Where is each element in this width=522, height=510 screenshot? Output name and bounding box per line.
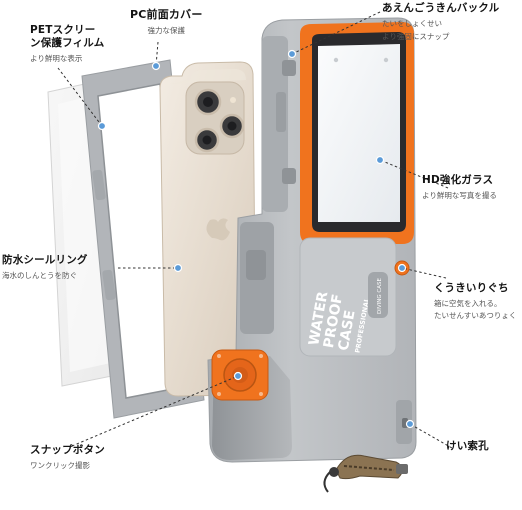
buckle-description-line2: より強固にスナップ xyxy=(382,31,450,41)
case-tag: DIVING CASE xyxy=(368,272,388,318)
lanyard-strap xyxy=(323,454,408,493)
callout-snap-button: スナップボタン ワンクリック撮影 xyxy=(30,444,105,471)
case-print: WATER PROOF CASE PROFESSIONAL xyxy=(306,290,371,354)
hd-glass-description: より鮮明な写真を撮る xyxy=(422,191,497,201)
callout-front-cover: PC前面カバー 強力な保護 xyxy=(130,8,203,35)
case-print-line3: CASE xyxy=(336,309,359,352)
snap-button-description: ワンクリック撮影 xyxy=(30,461,90,471)
callout-pet-film: PETスクリー ン保護フィルム より鮮明な表示 xyxy=(30,24,104,64)
seal-ring-title: 防水シールリング xyxy=(2,254,88,266)
callout-buckle: あえんごうきんバックル たいをしょくせい より強固にスナップ xyxy=(382,2,499,41)
lanyard-hole-title: けい索孔 xyxy=(446,440,489,452)
hd-glass-title: HD強化ガラス xyxy=(422,174,494,186)
buckle-description-line1: たいをしょくせい xyxy=(382,19,442,29)
snap-button-title: スナップボタン xyxy=(30,444,105,456)
phone-logo-icon xyxy=(206,218,230,241)
vent-title: くうきいりぐち xyxy=(434,282,509,294)
callout-vent: くうきいりぐち 箱に空気を入れる。 たいせんすいあつりょく xyxy=(434,282,516,320)
seal-ring-description: 海水のしんとうを防ぐ xyxy=(2,271,77,281)
case-tag-text: DIVING CASE xyxy=(377,278,383,314)
leader-lines xyxy=(57,11,453,449)
pet-film-title-line1: PETスクリー xyxy=(30,24,96,36)
pet-film-title-line2: ン保護フィルム xyxy=(30,37,105,50)
vent-description-line1: 箱に空気を入れる。 xyxy=(434,299,502,309)
phone xyxy=(159,61,257,397)
callout-markers xyxy=(97,49,415,429)
pet-film-description: より鮮明な表示 xyxy=(30,54,83,64)
callout-hd-glass: HD強化ガラス より鮮明な写真を撮る xyxy=(422,174,497,201)
callout-lanyard-hole: けい索孔 xyxy=(446,440,489,453)
front-cover-description: 強力な保護 xyxy=(147,25,186,35)
vent-description-line2: たいせんすいあつりょく xyxy=(434,310,517,320)
callout-seal-ring: 防水シールリング 海水のしんとうを防ぐ xyxy=(2,254,88,281)
buckle-title: あえんごうきんバックル xyxy=(382,2,500,14)
front-cover-title: PC前面カバー xyxy=(130,8,203,21)
